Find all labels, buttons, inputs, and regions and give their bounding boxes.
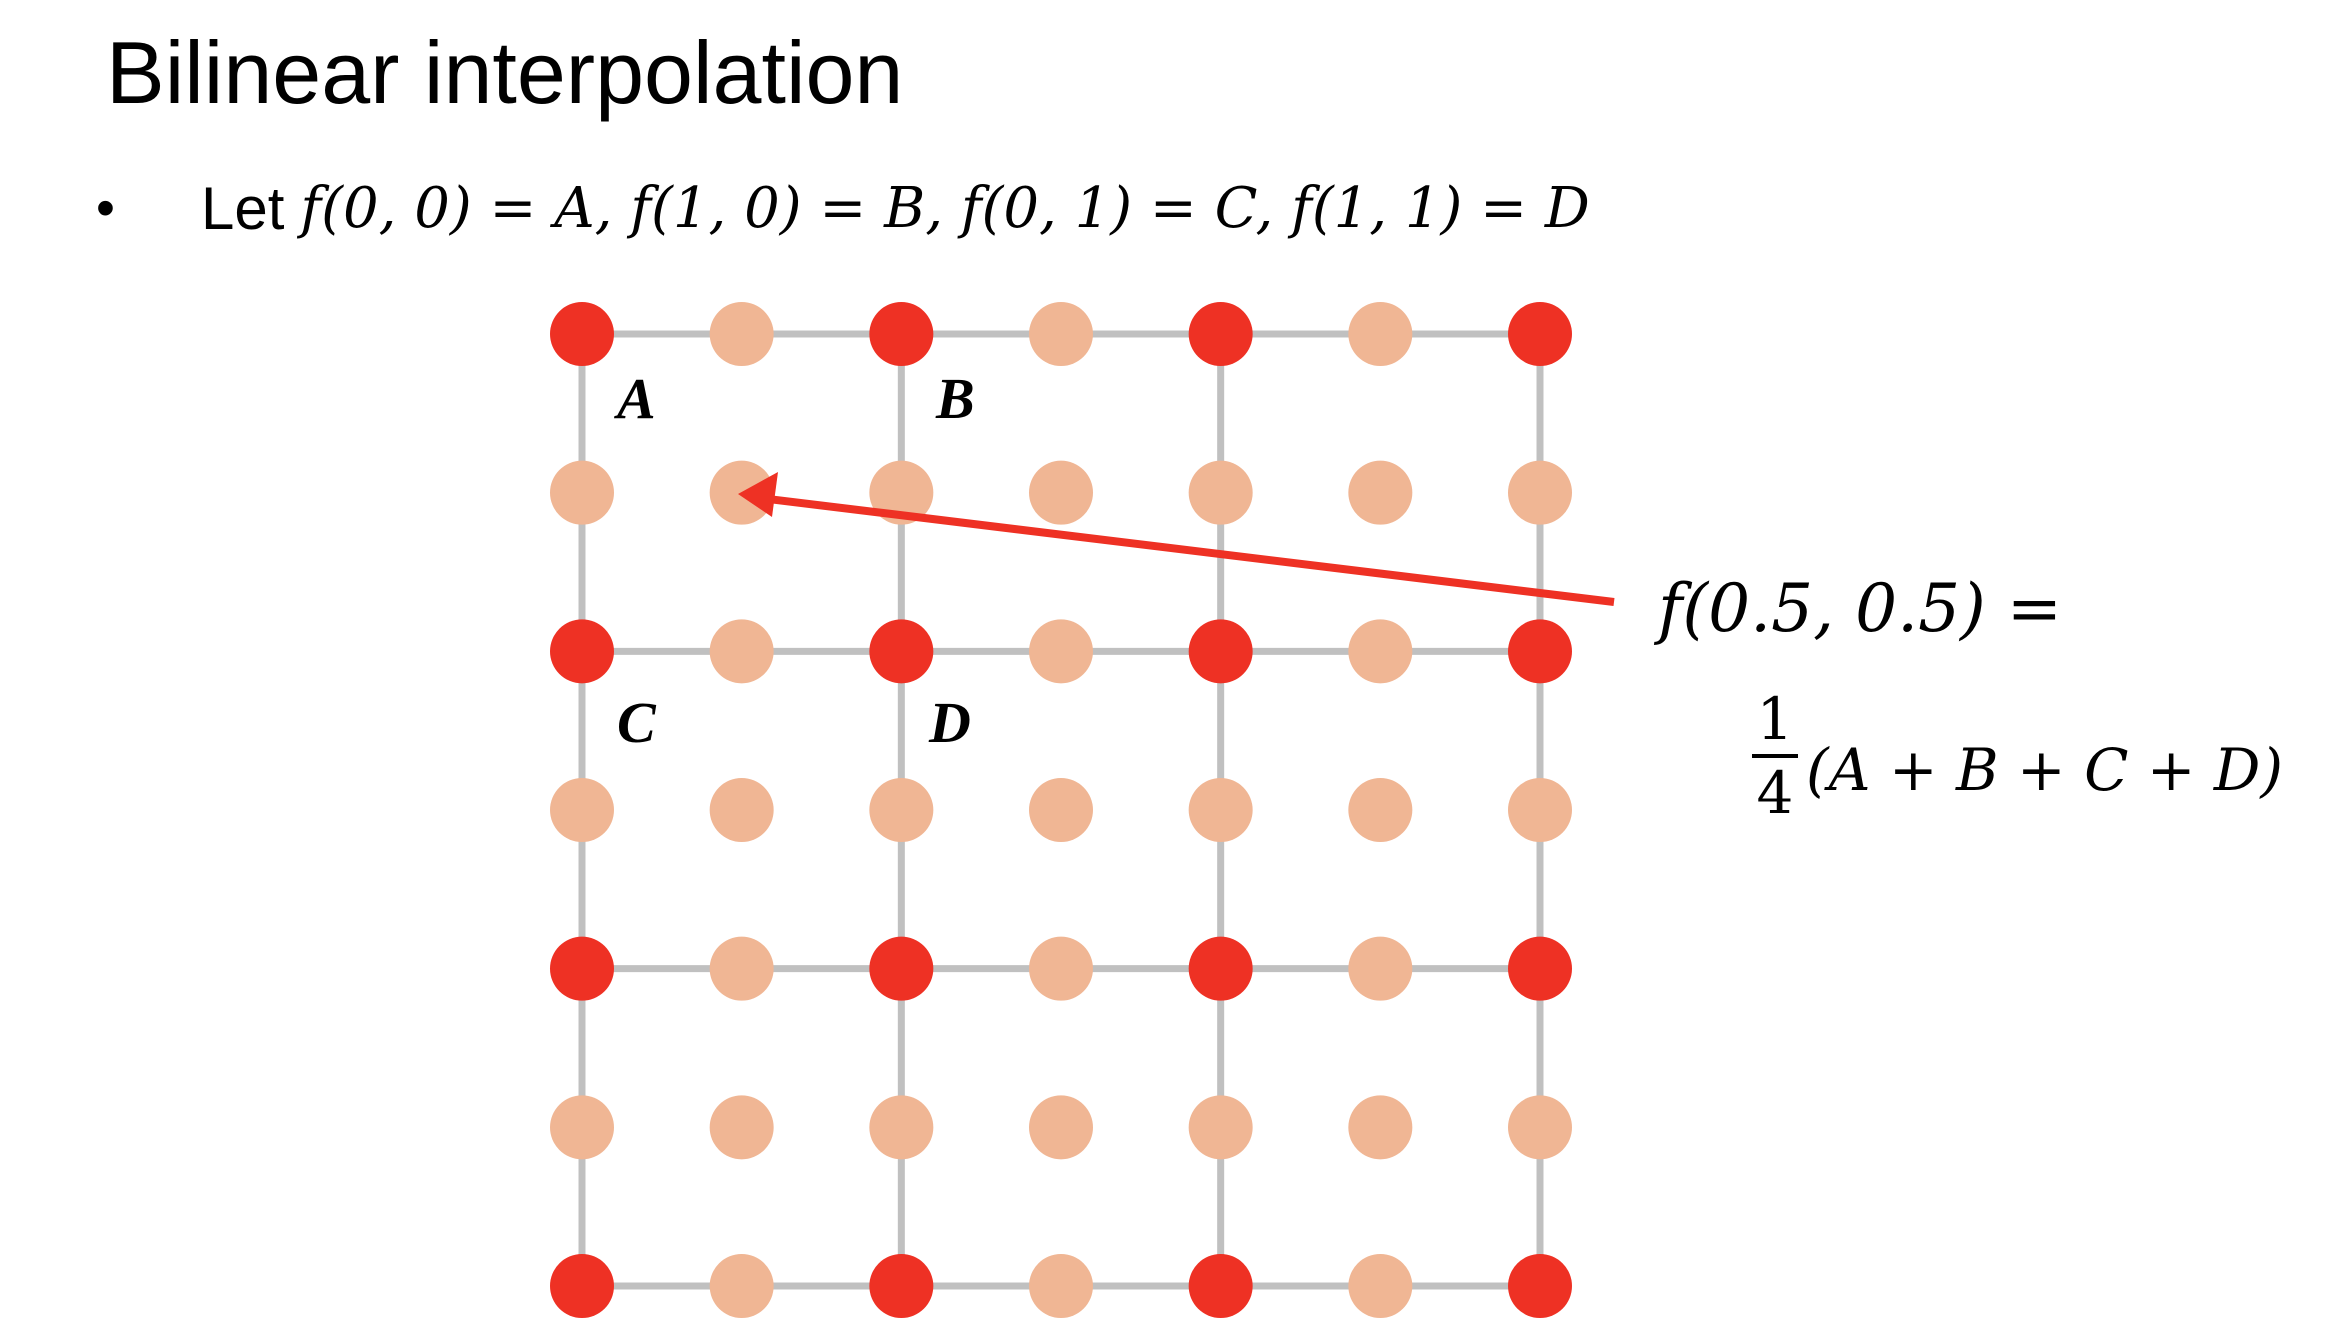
interpolated-sample-point	[709, 1254, 774, 1318]
formula-lhs: f(0.5, 0.5) =	[1658, 570, 2062, 647]
slide-title: Bilinear interpolation	[106, 23, 904, 122]
formula-rhs: (A + B + C + D)	[1806, 736, 2283, 804]
known-sample-point	[550, 1254, 614, 1318]
interpolated-sample-point	[550, 460, 614, 525]
interpolated-sample-point	[869, 460, 934, 525]
known-sample-point	[869, 619, 934, 684]
interpolated-sample-point	[1029, 619, 1093, 684]
bullet-math-expression: f(0, 0) = A, f(1, 0) = B, f(0, 1) = C, f…	[300, 176, 1589, 241]
interpolated-sample-point	[1029, 778, 1093, 842]
cell-label-b: B	[935, 366, 975, 431]
interpolated-sample-point	[709, 778, 774, 842]
known-sample-point	[1188, 302, 1253, 366]
interpolated-sample-point	[1348, 619, 1413, 684]
known-sample-point	[1508, 1254, 1572, 1318]
known-sample-point	[869, 302, 934, 366]
interpolated-sample-point	[550, 778, 614, 842]
interpolated-sample-point	[1029, 1095, 1093, 1160]
interpolated-sample-point	[1508, 778, 1572, 842]
interpolated-sample-point	[709, 936, 774, 1001]
cell-label-c: C	[617, 690, 657, 755]
interpolated-sample-point	[550, 1095, 614, 1160]
fraction-bar	[1752, 754, 1798, 758]
known-sample-point	[1188, 619, 1253, 684]
known-sample-point	[550, 619, 614, 684]
sample-points	[550, 302, 1572, 1318]
interpolated-sample-point	[1188, 460, 1253, 525]
interpolated-sample-point	[1188, 1095, 1253, 1160]
interpolated-sample-point	[1348, 778, 1413, 842]
interpolated-sample-point	[709, 1095, 774, 1160]
known-sample-point	[869, 936, 934, 1001]
formula-fraction: 1 4	[1752, 690, 1798, 824]
known-sample-point	[1508, 619, 1572, 684]
arrow-head	[738, 472, 778, 517]
cell-label-d: D	[928, 690, 971, 755]
interpolated-sample-point	[1029, 302, 1093, 366]
interpolated-sample-point	[1508, 460, 1572, 525]
known-sample-point	[550, 302, 614, 366]
known-sample-point	[550, 936, 614, 1001]
bullet-marker: •	[96, 178, 115, 238]
bullet-item: • Let f(0, 0) = A, f(1, 0) = B, f(0, 1) …	[96, 168, 1590, 248]
interpolated-sample-point	[1508, 1095, 1572, 1160]
interpolated-sample-point	[1348, 936, 1413, 1001]
cell-label-a: A	[614, 366, 656, 431]
cell-labels: A B C D	[614, 366, 975, 755]
interpolated-sample-point	[1188, 778, 1253, 842]
known-sample-point	[1508, 936, 1572, 1001]
interpolated-sample-point	[1029, 1254, 1093, 1318]
formula-rhs-text: (A + B + C + D)	[1806, 736, 2284, 804]
interpolated-sample-point	[709, 302, 774, 366]
interpolated-sample-point	[1348, 1254, 1413, 1318]
interpolated-sample-point	[869, 1095, 934, 1160]
bullet-math-text: f(0, 0) = A, f(1, 0) = B, f(0, 1) = C, f…	[300, 175, 1590, 241]
interpolated-sample-point	[1348, 1095, 1413, 1160]
interpolation-arrow	[738, 472, 1615, 606]
fraction-denominator: 4	[1756, 759, 1794, 827]
interpolated-sample-point	[709, 619, 774, 684]
formula-lhs-text: f(0.5, 0.5) =	[1658, 570, 2063, 647]
fraction-numerator: 1	[1756, 685, 1794, 753]
known-sample-point	[1188, 1254, 1253, 1318]
bullet-lead-text: Let	[201, 174, 285, 242]
known-sample-point	[1188, 936, 1253, 1001]
interpolated-sample-point	[869, 778, 934, 842]
arrow-shaft	[759, 494, 1615, 606]
interpolated-sample-point	[1348, 460, 1413, 525]
interpolated-sample-point	[1029, 460, 1093, 525]
known-sample-point	[869, 1254, 934, 1318]
interpolated-sample-point	[1029, 936, 1093, 1001]
interpolated-sample-point	[1348, 302, 1413, 366]
known-sample-point	[1508, 302, 1572, 366]
